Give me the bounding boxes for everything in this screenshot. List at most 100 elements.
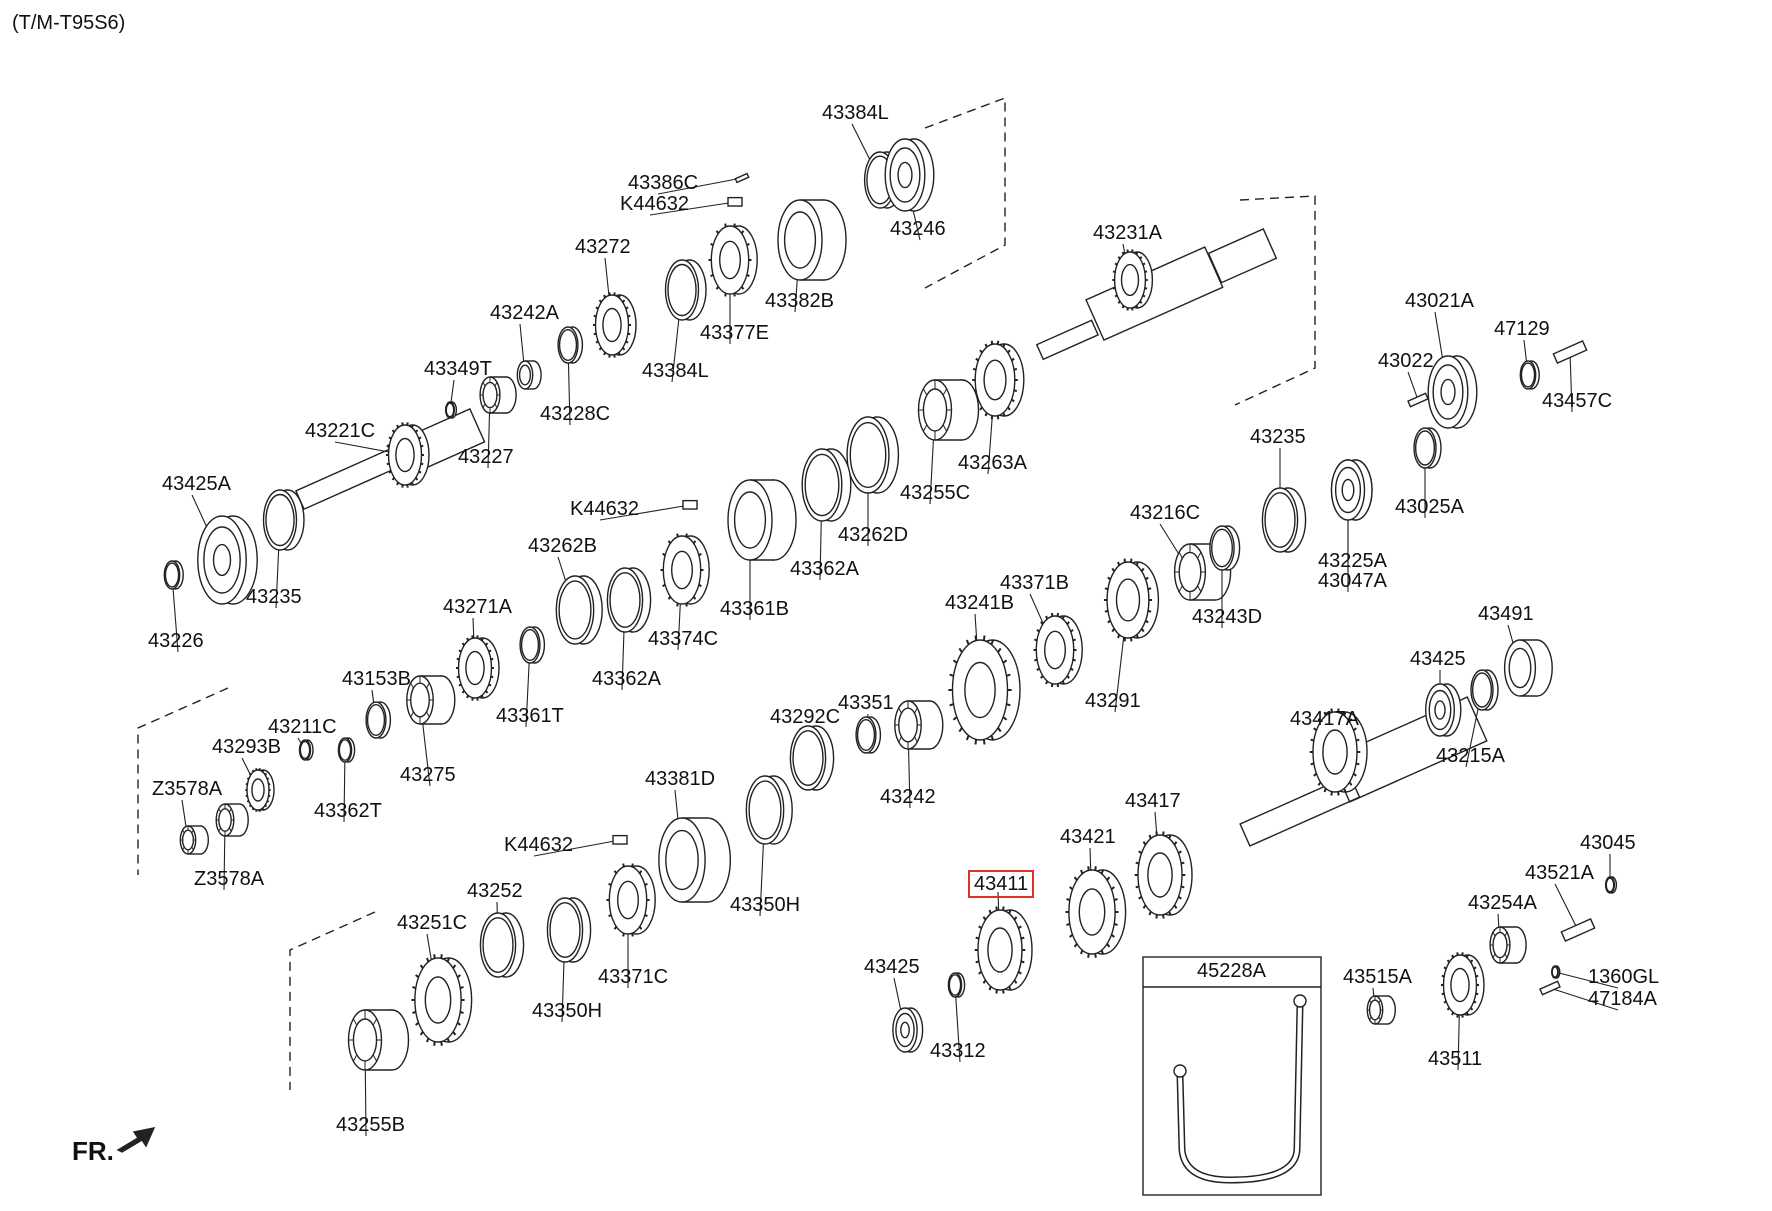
part-label[interactable]: 43242A bbox=[490, 302, 559, 324]
part-label[interactable]: 43225A bbox=[1318, 550, 1387, 572]
part-label[interactable]: 43262D bbox=[838, 524, 909, 546]
part-label[interactable]: 43252 bbox=[467, 880, 523, 902]
part-label[interactable]: 43417 bbox=[1125, 790, 1181, 812]
part-label[interactable]: 43235 bbox=[1250, 426, 1306, 448]
part-label[interactable]: 43226 bbox=[148, 630, 204, 652]
part-75 bbox=[347, 1009, 410, 1137]
part-51 bbox=[894, 700, 944, 809]
part-label[interactable]: 43374C bbox=[648, 628, 719, 650]
part-label[interactable]: 43386C bbox=[628, 172, 699, 194]
part-label[interactable]: 43242 bbox=[880, 786, 936, 808]
part-label[interactable]: 43381D bbox=[645, 768, 716, 790]
part-47 bbox=[337, 737, 356, 823]
part-label[interactable]: 43362A bbox=[592, 668, 661, 690]
part-label[interactable]: 43021A bbox=[1405, 290, 1474, 312]
part-2 bbox=[657, 172, 750, 195]
part-label[interactable]: 43246 bbox=[890, 218, 946, 240]
part-label[interactable]: 43254A bbox=[1468, 892, 1537, 914]
part-label[interactable]: 43349T bbox=[424, 358, 492, 380]
inset-box-title: 45228A bbox=[1197, 960, 1266, 982]
part-label[interactable]: 43153B bbox=[342, 668, 411, 690]
part-label[interactable]: 43291 bbox=[1085, 690, 1141, 712]
part-label[interactable]: 43350H bbox=[730, 894, 801, 916]
part-30 bbox=[727, 479, 797, 620]
part-39 bbox=[948, 613, 1021, 745]
part-19 bbox=[1519, 339, 1540, 390]
part-label[interactable]: 43243D bbox=[1192, 606, 1263, 628]
part-label[interactable]: 43255C bbox=[900, 482, 971, 504]
part-54 bbox=[745, 775, 793, 917]
part-label[interactable]: 43421 bbox=[1060, 826, 1116, 848]
part-label[interactable]: 1360GL bbox=[1588, 966, 1660, 988]
part-label[interactable]: 43384L bbox=[822, 102, 889, 124]
part-label[interactable]: 43221C bbox=[305, 420, 376, 442]
part-13 bbox=[334, 422, 430, 488]
part-label[interactable]: 43361T bbox=[496, 705, 564, 727]
part-label[interactable]: 43241B bbox=[945, 592, 1014, 614]
part-label[interactable]: 43521A bbox=[1525, 862, 1594, 884]
part-label[interactable]: 43293B bbox=[212, 736, 281, 758]
part-label[interactable]: K44632 bbox=[620, 193, 689, 215]
part-label[interactable]: 43235 bbox=[246, 586, 302, 608]
part-label[interactable]: 43377E bbox=[700, 322, 769, 344]
part-18 bbox=[1427, 311, 1478, 429]
part-label[interactable]: 43511 bbox=[1428, 1048, 1483, 1070]
part-label[interactable]: 43371B bbox=[1000, 572, 1069, 594]
part-label[interactable]: 43362T bbox=[314, 800, 382, 822]
part-label[interactable]: 43515A bbox=[1343, 966, 1412, 988]
part-label[interactable]: 43361B bbox=[720, 598, 789, 620]
part-label[interactable]: K44632 bbox=[504, 834, 573, 856]
part-label[interactable]: 43411 bbox=[968, 870, 1035, 898]
part-label[interactable]: 43228C bbox=[540, 403, 611, 425]
part-label[interactable]: 43271A bbox=[443, 596, 512, 618]
part-label[interactable]: 43351 bbox=[838, 692, 894, 714]
part-35 bbox=[1209, 525, 1241, 628]
part-74 bbox=[1441, 952, 1485, 1071]
part-label[interactable]: 43255B bbox=[336, 1114, 405, 1136]
group-frames bbox=[137, 96, 1316, 1090]
part-label[interactable]: 43263A bbox=[958, 452, 1027, 474]
part-label[interactable]: 43215A bbox=[1436, 745, 1505, 767]
part-36 bbox=[456, 617, 500, 701]
part-label[interactable]: 43425A bbox=[162, 473, 231, 495]
part-21 bbox=[1552, 340, 1588, 413]
part-label[interactable]: 43382B bbox=[765, 290, 834, 312]
part-label[interactable]: 43371C bbox=[598, 966, 669, 988]
part-label[interactable]: 43362A bbox=[790, 558, 859, 580]
part-label[interactable]: 43350H bbox=[532, 1000, 603, 1022]
part-label[interactable]: 43425 bbox=[1410, 648, 1466, 670]
part-label[interactable]: Z3578A bbox=[152, 778, 223, 800]
part-label[interactable]: 43025A bbox=[1395, 496, 1464, 518]
part-label[interactable]: 43292C bbox=[770, 706, 841, 728]
part-52 bbox=[658, 789, 732, 903]
part-label[interactable]: 43312 bbox=[930, 1040, 986, 1062]
part-label[interactable]: 43275 bbox=[400, 764, 456, 786]
part-label[interactable]: 43231A bbox=[1093, 222, 1162, 244]
part-27 bbox=[846, 416, 900, 546]
part-label[interactable]: 47129 bbox=[1494, 318, 1550, 340]
part-label[interactable]: 43384L bbox=[642, 360, 709, 382]
part-label[interactable]: 43227 bbox=[458, 446, 514, 468]
part-label[interactable]: 43216C bbox=[1130, 502, 1201, 524]
diagram-title: (T/M-T95S6) bbox=[12, 12, 126, 34]
part-label[interactable]: 43045 bbox=[1580, 832, 1636, 854]
part-label[interactable]: Z3578A bbox=[194, 868, 265, 890]
part-label[interactable]: 43262B bbox=[528, 535, 597, 557]
part-label[interactable]: 43251C bbox=[397, 912, 468, 934]
part-label[interactable]: 43457C bbox=[1542, 390, 1613, 412]
part-53 bbox=[533, 834, 628, 857]
part-label[interactable]: 43272 bbox=[575, 236, 631, 258]
part-label[interactable]: 43047A bbox=[1318, 570, 1387, 592]
part-23 bbox=[917, 379, 980, 505]
part-label[interactable]: 43417A bbox=[1290, 708, 1359, 730]
part-71 bbox=[892, 977, 924, 1053]
part-label[interactable]: 43211C bbox=[268, 716, 337, 738]
part-label[interactable]: K44632 bbox=[570, 498, 639, 520]
part-label[interactable]: 43022 bbox=[1378, 350, 1434, 372]
part-label[interactable]: 43425 bbox=[864, 956, 920, 978]
part-label[interactable]: 47184A bbox=[1588, 988, 1657, 1010]
part-label[interactable]: 43491 bbox=[1478, 603, 1534, 625]
